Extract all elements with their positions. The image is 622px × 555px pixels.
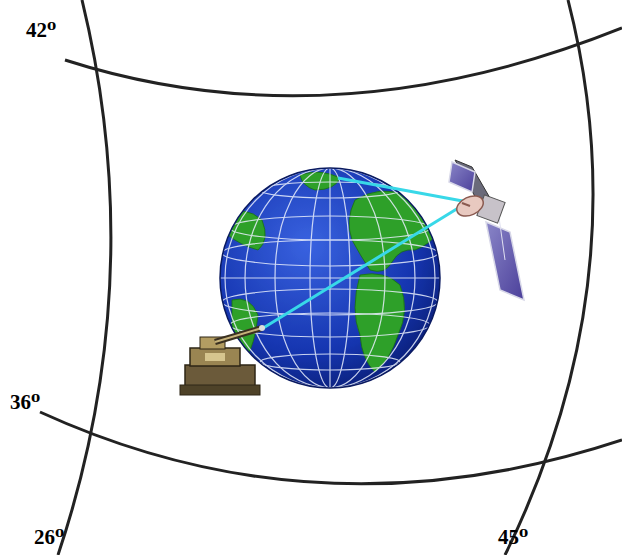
coordinate-label: 42⁰ <box>26 20 56 41</box>
parallel-42 <box>65 28 622 96</box>
satellite <box>449 160 524 300</box>
globe <box>220 168 450 388</box>
signal-beams <box>260 178 468 330</box>
parallel-36 <box>40 412 622 484</box>
meridian-26 <box>58 0 111 555</box>
coordinate-label: 36⁰ <box>10 392 40 413</box>
coordinate-label: 26⁰ <box>34 527 64 548</box>
ground-station <box>180 325 265 395</box>
coordinate-label: 45⁰ <box>498 527 528 548</box>
graticule <box>40 0 622 555</box>
